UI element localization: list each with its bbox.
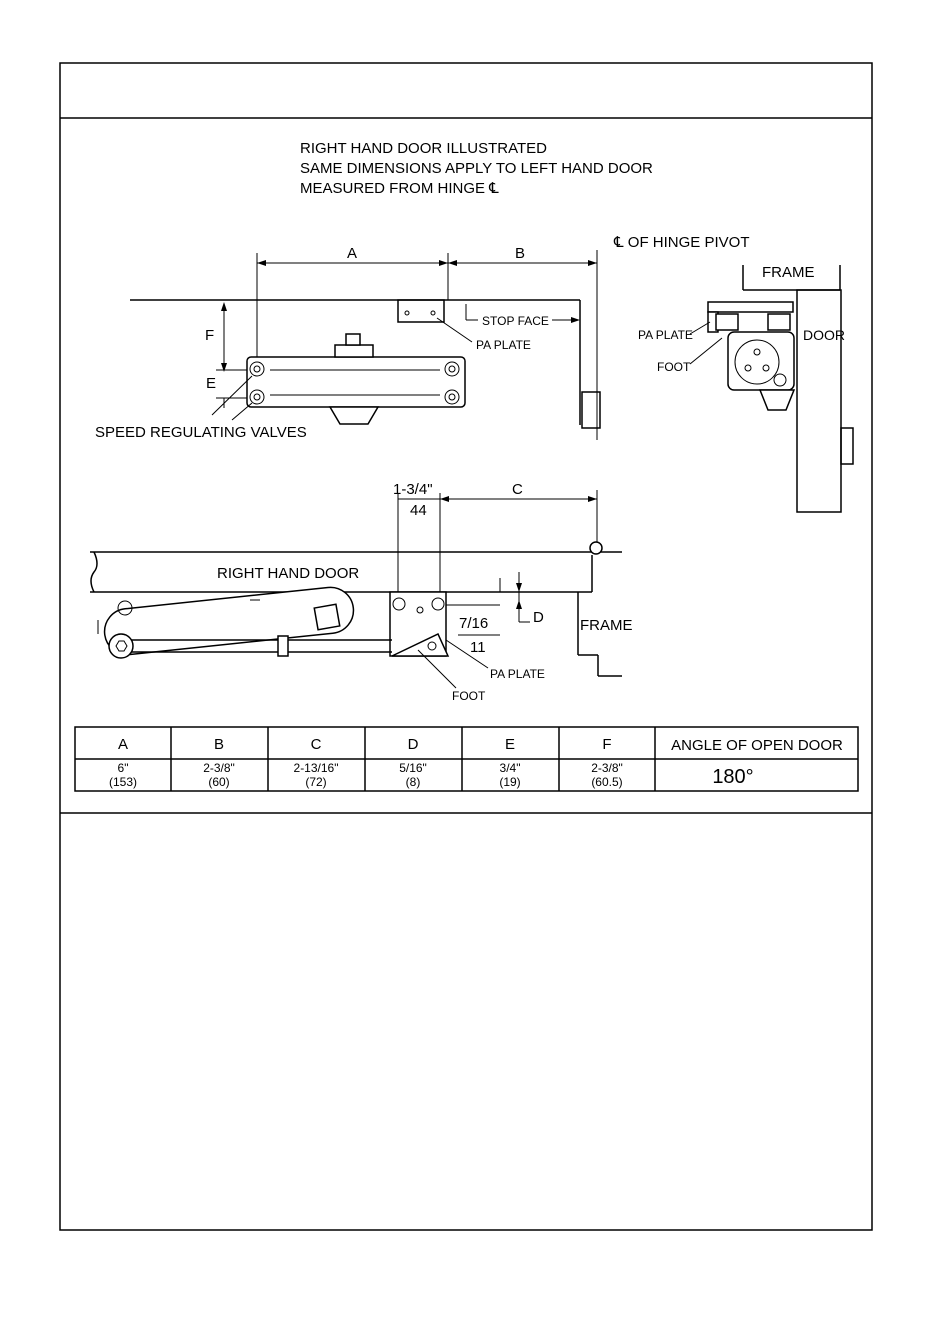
foot-label-bottom: FOOT: [452, 689, 486, 703]
sheet-border: [59, 62, 873, 1231]
note-line-1: RIGHT HAND DOOR ILLUSTRATED: [300, 140, 547, 157]
table-inch-f: 2-3/8": [591, 761, 623, 775]
side-view: FRAME DOOR PA PLATE FOOT: [638, 264, 854, 513]
hinge-pivot-label: ℄ OF HINGE PIVOT: [613, 234, 749, 251]
table-header-b: B: [214, 736, 224, 753]
dim-716-in: 7/16: [459, 615, 488, 632]
table-header-c: C: [311, 736, 322, 753]
stop-face-label: STOP FACE: [482, 314, 549, 328]
right-hand-door-label: RIGHT HAND DOOR: [217, 565, 359, 582]
dim-d-label: D: [533, 609, 544, 626]
note-line-3: MEASURED FROM HINGE ℄: [300, 180, 499, 197]
table-inch-a: 6": [118, 761, 129, 775]
foot-label-side: FOOT: [657, 360, 691, 374]
dim-b-label: B: [515, 245, 525, 262]
top-view: ℄ OF HINGE PIVOT A B PA PLATE STOP FACE …: [95, 234, 749, 441]
table-mm-c: (72): [305, 775, 326, 789]
table-inch-c: 2-13/16": [294, 761, 339, 775]
table-inch-e: 3/4": [500, 761, 521, 775]
dim-134-in: 1-3/4": [393, 481, 433, 498]
table-mm-e: (19): [499, 775, 520, 789]
table-mm-a: (153): [109, 775, 137, 789]
table-header-f: F: [602, 736, 611, 753]
arm-view: 1-3/4" 44 C RIGHT HAND DOOR FRAME D 7/16…: [90, 481, 633, 703]
dim-a-label: A: [347, 245, 357, 262]
speed-valves-label: SPEED REGULATING VALVES: [95, 424, 307, 441]
table-mm-d: (8): [406, 775, 421, 789]
table-inch-b: 2-3/8": [203, 761, 235, 775]
dim-f-label: F: [205, 327, 214, 344]
pa-plate-label-side: PA PLATE: [638, 328, 693, 342]
dimension-table: A B C D E F ANGLE OF OPEN DOOR 6" (153) …: [74, 726, 859, 792]
table-header-angle: ANGLE OF OPEN DOOR: [671, 737, 843, 754]
dim-134-mm: 44: [410, 502, 427, 519]
table-mm-b: (60): [208, 775, 229, 789]
note-line-2: SAME DIMENSIONS APPLY TO LEFT HAND DOOR: [300, 160, 653, 177]
frame-label-bottom: FRAME: [580, 617, 633, 634]
table-header-d: D: [408, 736, 419, 753]
table-inch-d: 5/16": [399, 761, 427, 775]
dim-e-label: E: [206, 375, 216, 392]
door-label: DOOR: [803, 327, 845, 343]
table-mm-f: (60.5): [591, 775, 622, 789]
dim-716-mm: 11: [470, 639, 486, 656]
frame-label-side: FRAME: [762, 264, 815, 281]
table-header-e: E: [505, 736, 515, 753]
pa-plate-label-top: PA PLATE: [476, 338, 531, 352]
dim-c-label: C: [512, 481, 523, 498]
pa-plate-label-bottom: PA PLATE: [490, 667, 545, 681]
table-header-a: A: [118, 736, 128, 753]
table-angle-value: 180°: [712, 766, 753, 788]
